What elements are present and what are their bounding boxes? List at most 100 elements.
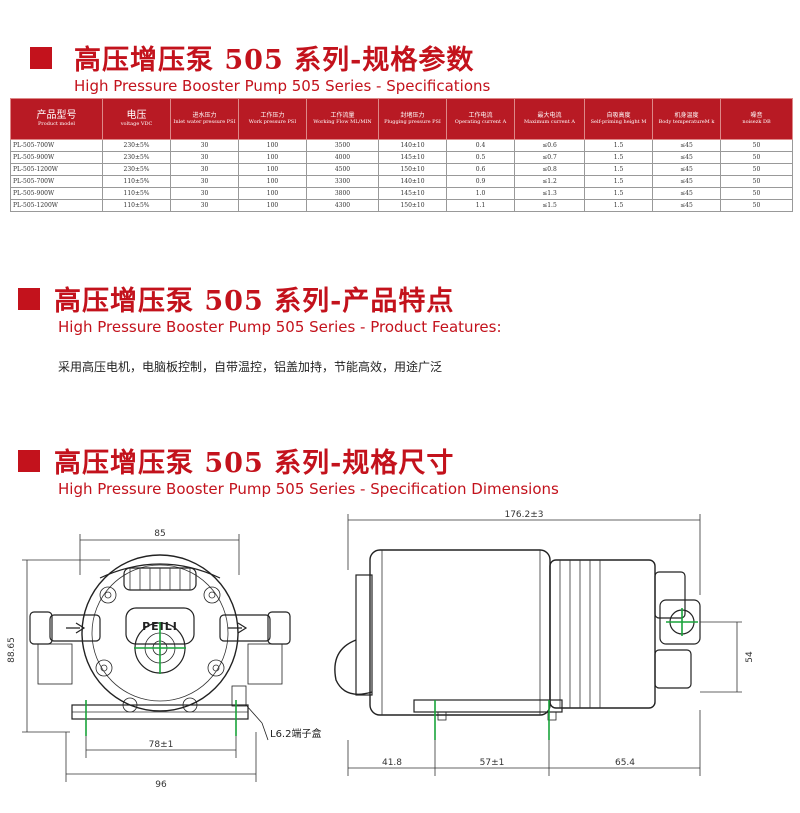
table-cell: 1.5: [584, 151, 653, 164]
section-features-title: 高压增压泵 505 系列-产品特点: [0, 279, 454, 318]
table-cell: 50: [720, 139, 793, 152]
table-cell: 230±5%: [102, 151, 171, 164]
table-cell: ≤45: [652, 199, 721, 212]
spec-header-zh: 噪音: [750, 112, 763, 120]
table-cell: ≤45: [652, 139, 721, 152]
table-cell: 145±10: [378, 187, 447, 200]
table-cell: 3300: [306, 175, 379, 188]
table-cell: ≤1.5: [514, 199, 585, 212]
table-cell: ≤0.6: [514, 139, 585, 152]
table-cell: PL-505-700W: [10, 175, 103, 188]
table-cell: 4000: [306, 151, 379, 164]
table-cell: 1.1: [446, 199, 515, 212]
table-cell: 30: [170, 175, 239, 188]
table-cell: 100: [238, 163, 307, 176]
table-cell: PL-505-1200W: [10, 163, 103, 176]
table-cell: 100: [238, 151, 307, 164]
spec-header-en: Work pressure PSI: [248, 118, 297, 125]
table-cell: 140±10: [378, 175, 447, 188]
section-title-en: High Pressure Booster Pump 505 Series - …: [58, 318, 502, 336]
dim-side-c: 65.4: [615, 758, 635, 768]
red-square-icon: [18, 449, 40, 472]
table-cell: 1.5: [584, 199, 653, 212]
spec-header-en: Self-priming height M: [590, 118, 647, 125]
table-cell: ≤0.8: [514, 163, 585, 176]
table-cell: 0.6: [446, 163, 515, 176]
table-cell: ≤1.2: [514, 175, 585, 188]
table-cell: 1.5: [584, 163, 653, 176]
spec-header-zh: 工作压力: [260, 112, 285, 120]
dim-front-outer: 96: [155, 780, 167, 790]
dim-side-a: 41.8: [382, 758, 402, 768]
table-cell: 4300: [306, 199, 379, 212]
table-cell: 230±5%: [102, 163, 171, 176]
table-cell: 1.0: [446, 187, 515, 200]
table-cell: 30: [170, 163, 239, 176]
spec-header-en: noisezk DB: [742, 118, 771, 125]
dim-side-length: 176.2±3: [504, 510, 543, 520]
table-cell: PL-505-900W: [10, 187, 103, 200]
section-title-zh: 高压增压泵 505 系列-规格尺寸: [54, 448, 455, 479]
table-cell: 145±10: [378, 151, 447, 164]
spec-header-en: Body temperatureM k: [658, 118, 715, 125]
side-view: [334, 514, 742, 776]
table-cell: ≤45: [652, 187, 721, 200]
table-cell: 50: [720, 187, 793, 200]
table-cell: 100: [238, 139, 307, 152]
spec-header-zh: 进水压力: [192, 112, 217, 120]
spec-header-zh: 最大电流: [537, 112, 562, 120]
dim-front-width: 85: [154, 529, 165, 539]
spec-header-zh: 工作流量: [330, 112, 355, 120]
table-cell: ≤0.7: [514, 151, 585, 164]
table-cell: 0.5: [446, 151, 515, 164]
table-cell: 30: [170, 139, 239, 152]
table-cell: 0.9: [446, 175, 515, 188]
spec-header-zh: 电压: [126, 110, 147, 122]
table-cell: 110±5%: [102, 175, 171, 188]
table-cell: ≤45: [652, 175, 721, 188]
section-dimensions-title: 高压增压泵 505 系列-规格尺寸: [0, 441, 454, 480]
spec-header-en: Plugging pressure PSI: [384, 118, 441, 125]
table-cell: 30: [170, 199, 239, 212]
table-cell: 50: [720, 199, 793, 212]
table-cell: ≤1.3: [514, 187, 585, 200]
table-cell: PL-505-1200W: [10, 199, 103, 212]
section-title-en: High Pressure Booster Pump 505 Series - …: [74, 77, 491, 95]
table-cell: 30: [170, 151, 239, 164]
brand-logo: PEILI: [142, 620, 178, 633]
center-lines: [85, 608, 698, 740]
spec-header-en: Operating current A: [454, 118, 507, 125]
table-cell: 50: [720, 175, 793, 188]
table-cell: 3500: [306, 139, 379, 152]
table-cell: ≤45: [652, 151, 721, 164]
dim-front-height: 88.65: [7, 637, 17, 663]
spec-header-zh: 产品型号: [36, 110, 77, 122]
spec-header-zh: 工作电流: [468, 112, 493, 120]
spec-header-zh: 自吸高度: [606, 112, 631, 120]
table-cell: 50: [720, 151, 793, 164]
spec-header-en: Product model: [37, 120, 76, 127]
dimension-drawing: 85 88.65 78±1 96 PEILI L6.2端子盒 176.2±3 5…: [7, 510, 755, 790]
spec-header-en: Working Flow ML/MIN: [313, 118, 372, 125]
spec-header-en: Inlet water pressure PSI: [173, 118, 236, 125]
table-cell: 50: [720, 163, 793, 176]
table-cell: 100: [238, 187, 307, 200]
table-cell: 1.5: [584, 187, 653, 200]
table-cell: 0.4: [446, 139, 515, 152]
spec-header-zh: 封堵压力: [400, 112, 425, 120]
dim-side-b: 57±1: [480, 758, 505, 768]
table-cell: 110±5%: [102, 199, 171, 212]
table-cell: 100: [238, 175, 307, 188]
red-square-icon: [18, 287, 40, 310]
